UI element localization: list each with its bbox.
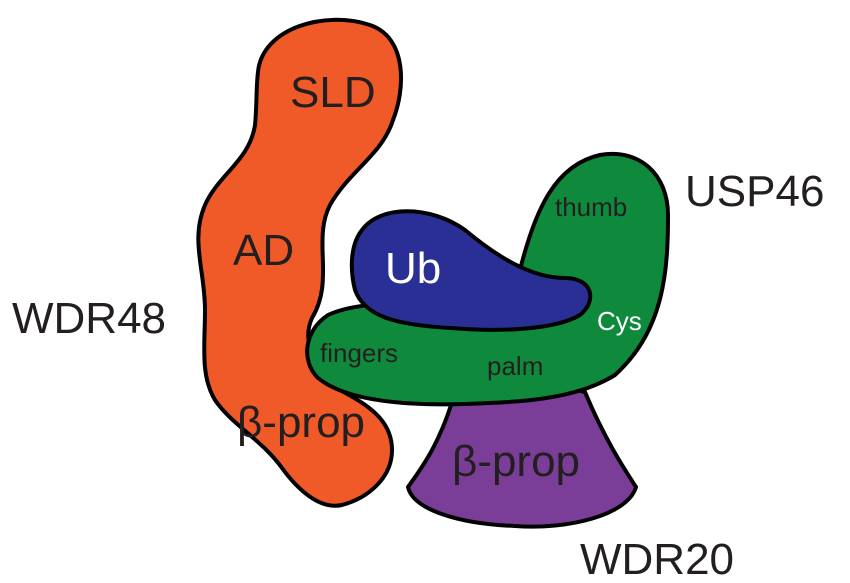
wdr48-sld-label: SLD [290,68,376,117]
wdr48-bprop-label: β-prop [237,398,365,447]
ub-shape [349,209,593,332]
ub-label: Ub [385,244,441,293]
usp46-fingers-label: fingers [320,338,398,368]
wdr48-label: WDR48 [12,294,166,343]
wdr48-ad-label: AD [233,226,294,275]
usp46-label: USP46 [685,167,824,216]
usp46-thumb-label: thumb [555,192,627,222]
usp46-cys-label: Cys [597,306,642,336]
wdr48-shape [196,17,403,508]
usp46-palm-label: palm [487,351,543,381]
wdr20-bprop-label: β-prop [452,437,580,486]
wdr20-label: WDR20 [580,535,734,583]
